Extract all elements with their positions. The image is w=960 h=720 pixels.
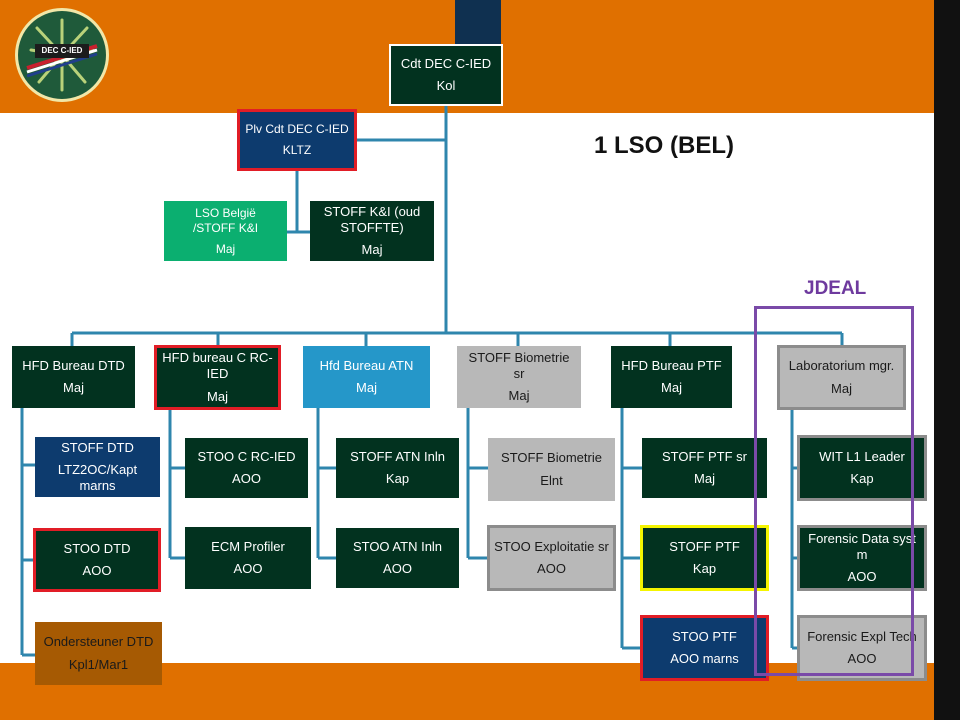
right-dark-strip — [934, 0, 960, 720]
slide-title: 1 LSO (BEL) — [594, 132, 735, 159]
logo-text: DEC C-IED — [41, 46, 83, 55]
node-stoff-ki: STOFF K&I (oud STOFFTE)Maj — [310, 201, 434, 261]
jdeal-label: JDEAL — [804, 278, 867, 299]
top-dark-strip — [455, 0, 501, 48]
dec-cied-emblem-icon — [15, 8, 109, 102]
jdeal-group-outline — [754, 306, 914, 676]
node-laboratorium-mgr: Laboratorium mgr.Maj — [777, 345, 906, 410]
